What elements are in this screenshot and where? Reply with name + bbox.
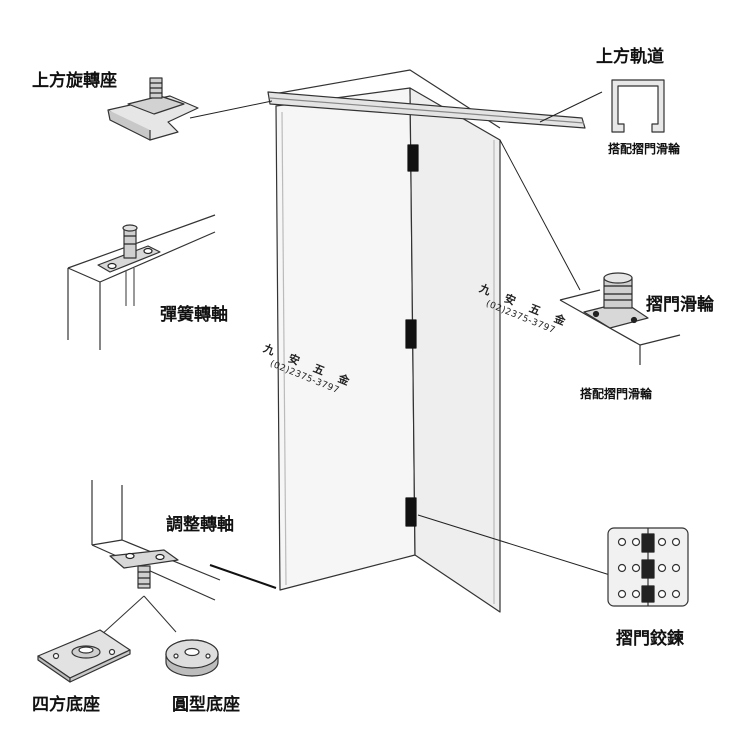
label-top-track: 上方軌道 xyxy=(596,47,664,67)
hinge-block-bottom xyxy=(405,497,417,527)
hinge-block-middle xyxy=(405,319,417,349)
top-rail xyxy=(267,91,586,129)
label-square-base: 四方底座 xyxy=(32,695,100,715)
square-base-part xyxy=(37,629,131,683)
fold-hinge-part xyxy=(607,527,689,607)
label-fold-roller: 摺門滑輪 xyxy=(646,295,714,315)
leader-lines xyxy=(189,91,611,576)
base-leader-lines xyxy=(99,595,177,637)
adjust-pivot-part xyxy=(91,480,221,601)
label-round-base: 圓型底座 xyxy=(172,695,240,715)
top-pivot-part xyxy=(107,77,199,141)
floor-line xyxy=(209,564,277,589)
right-door-panel xyxy=(409,87,501,613)
folding-door xyxy=(209,69,501,613)
fold-roller-part xyxy=(559,272,681,365)
label-track-note: 搭配摺門滑輪 xyxy=(608,142,681,156)
spring-pivot-part xyxy=(67,214,216,350)
hinge-block-top xyxy=(407,144,419,172)
label-top-pivot: 上方旋轉座 xyxy=(32,71,117,91)
left-door-panel xyxy=(275,87,416,591)
label-spring-pivot: 彈簧轉軸 xyxy=(160,305,228,325)
label-fold-hinge: 摺門鉸鍊 xyxy=(616,629,684,649)
top-track-profile xyxy=(611,79,665,133)
label-roller-note: 搭配摺門滑輪 xyxy=(580,387,653,401)
round-base-part xyxy=(165,639,219,677)
label-adjust-pivot: 調整轉軸 xyxy=(166,515,234,535)
